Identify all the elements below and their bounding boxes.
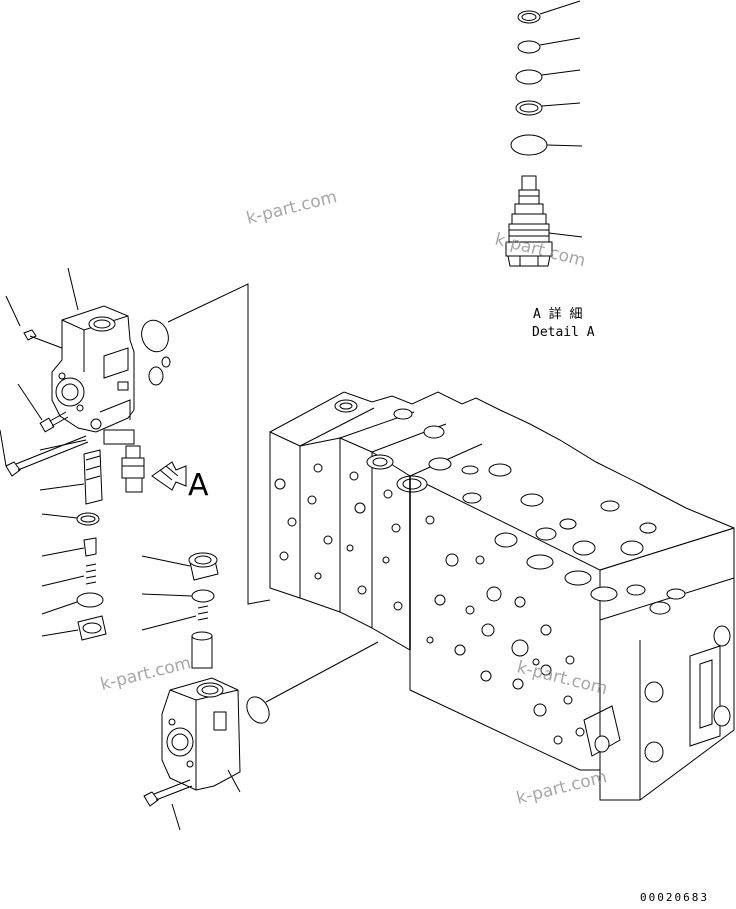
short-bolt [17, 383, 69, 433]
spool-seat [41, 592, 104, 615]
side-ports [274, 463, 585, 745]
lower-o-ring-large [246, 696, 270, 724]
view-arrow-icon [151, 461, 187, 491]
small-poppet [41, 537, 97, 557]
drawing-code: 00020683 [640, 891, 709, 904]
lower-end-block [161, 677, 241, 793]
view-marker-a: A [188, 468, 209, 503]
lower-sleeve [191, 631, 213, 669]
watermark-5: k-part.com [514, 767, 609, 809]
lower-bolt [143, 779, 193, 831]
main-valve-block [269, 391, 735, 801]
lower-spring [141, 605, 209, 631]
detail-backup-ring-2 [515, 100, 581, 116]
small-spring [41, 563, 97, 587]
lower-o-ring [141, 589, 215, 603]
relief-cartridge-a [121, 445, 145, 493]
spool [39, 449, 103, 505]
detail-o-ring-1 [517, 37, 581, 54]
detail-o-ring-3 [510, 134, 583, 156]
detail-backup-ring-1 [517, 0, 581, 24]
watermark-1: k-part.com [244, 187, 339, 229]
top-ports [334, 399, 686, 615]
detail-caption-en: Detail A [532, 325, 595, 340]
detail-caption-jp: A 詳 細 [533, 306, 582, 322]
spool-cap [41, 615, 107, 641]
spool-o-ring [41, 512, 100, 526]
lower-section-parts [141, 552, 379, 831]
long-bolt [0, 429, 89, 477]
detail-a-parts: A 詳 細 Detail A [505, 0, 595, 340]
detail-valve-cartridge [505, 175, 583, 267]
flange-cap [141, 552, 219, 581]
detail-o-ring-2 [515, 69, 581, 85]
cover-o-rings [141, 319, 171, 386]
left-end-cover-assembly: A [0, 267, 271, 641]
